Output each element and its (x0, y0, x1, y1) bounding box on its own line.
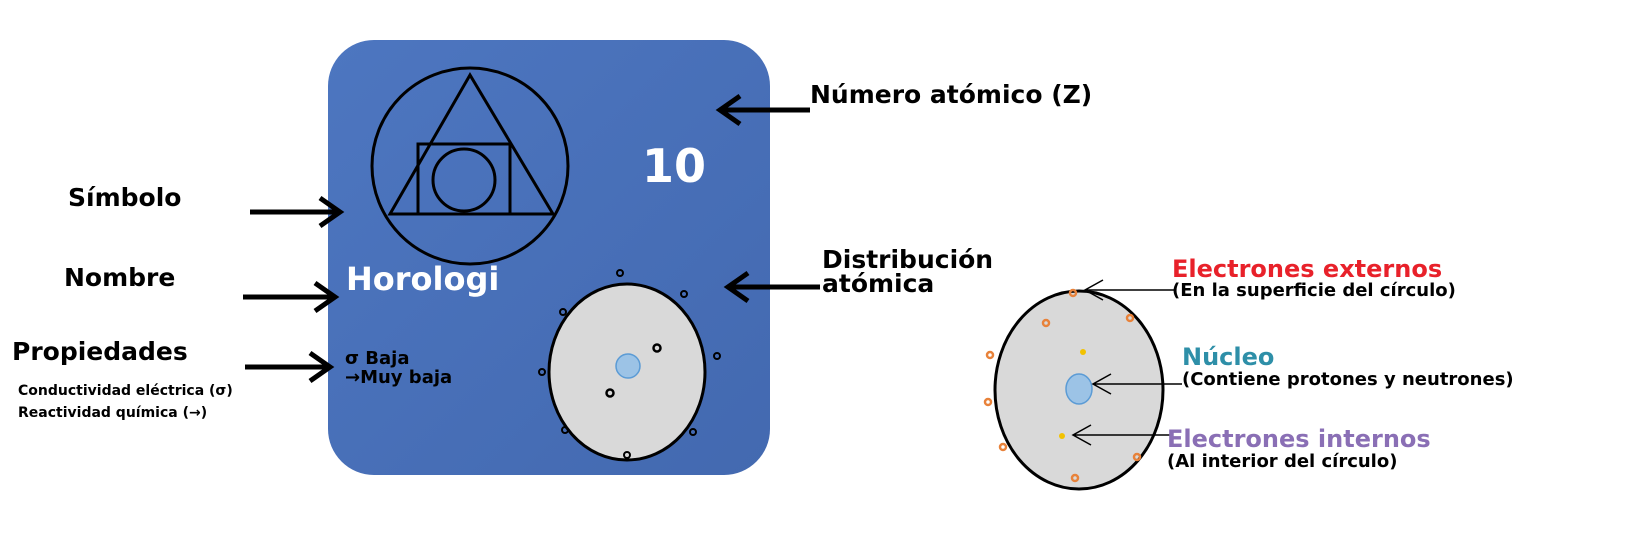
property-conductivity: σ Baja (345, 348, 409, 369)
label-atomic-number: Número atómico (Z) (810, 80, 1092, 109)
legend-nucleus-desc: (Contiene protones y neutrones) (1182, 369, 1514, 390)
atomic-distribution-icon (538, 269, 721, 462)
legend-conductivity: Conductividad eléctrica (σ) (18, 383, 233, 399)
legend-outer-desc: (En la superficie del círculo) (1172, 280, 1456, 301)
element-name: Horologi (346, 260, 499, 298)
property-reactivity: →Muy baja (345, 367, 452, 388)
atomic-number: 10 (642, 139, 706, 193)
nucleus-icon (615, 353, 641, 379)
element-symbol-icon (370, 66, 570, 266)
label-symbol: Símbolo (68, 183, 181, 212)
arrow-icon (243, 93, 820, 384)
legend-atom-icon (983, 288, 1165, 491)
label-name: Nombre (64, 263, 175, 292)
label-distribution: Distribución (822, 245, 993, 274)
legend-outer-title: Electrones externos (1172, 255, 1442, 283)
legend-reactivity: Reactividad química (→) (18, 405, 207, 421)
label-properties: Propiedades (12, 337, 188, 366)
legend-inner-title: Electrones internos (1167, 425, 1431, 453)
thin-arrow-icon (1071, 279, 1182, 446)
legend-inner-desc: (Al interior del círculo) (1167, 451, 1397, 472)
label-distribution-2: atómica (822, 269, 934, 298)
legend-nucleus-title: Núcleo (1182, 343, 1274, 371)
nucleus-icon (1065, 373, 1093, 405)
